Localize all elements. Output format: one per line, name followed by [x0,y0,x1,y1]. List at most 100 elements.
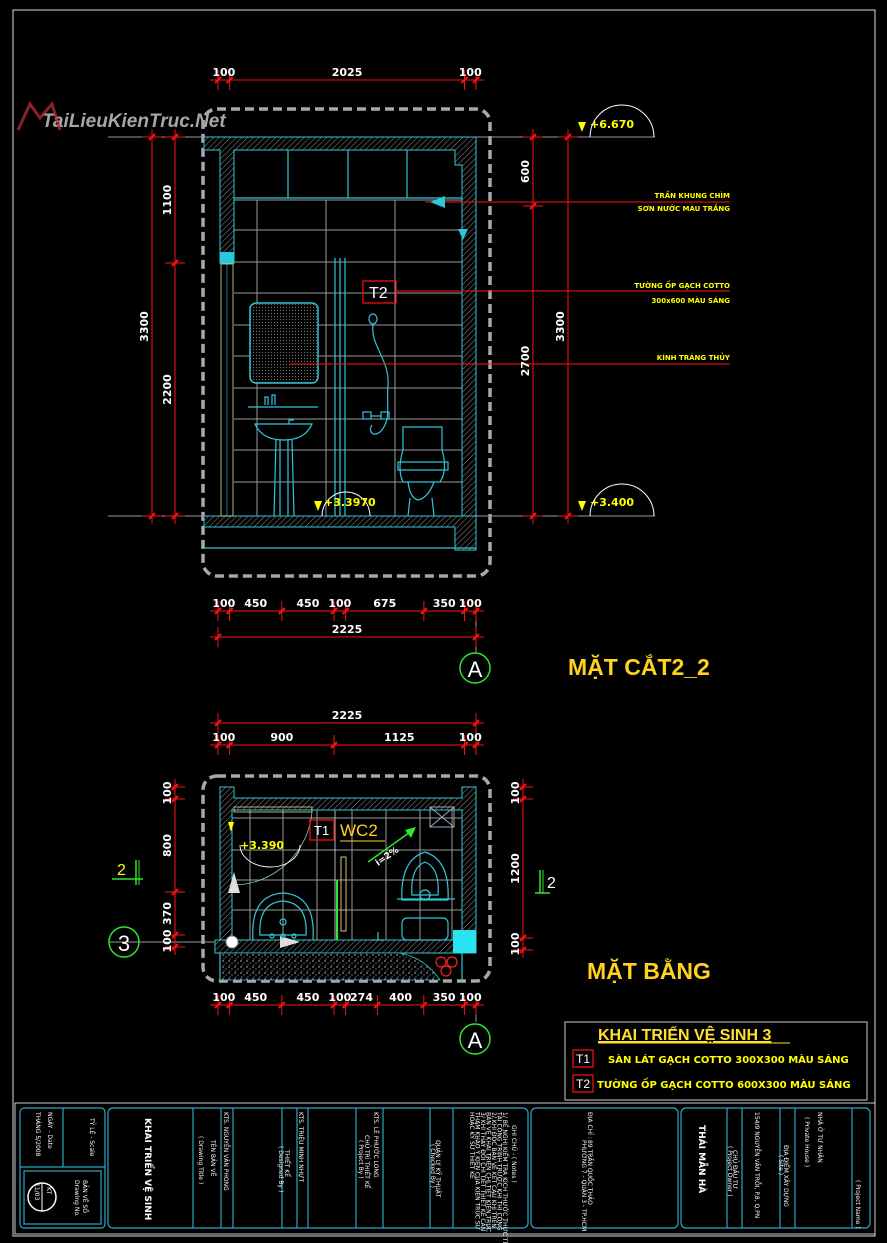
plan-level-text: +3.390 [240,839,284,852]
dimension-tick [225,76,234,84]
plan-tag-box [309,819,335,841]
arrow-icon [228,872,240,893]
project-by-role: CHỦ TRÌ THIẾT KẾ [363,1135,371,1189]
pipes-icon [435,956,458,977]
project-name-en: ( Private House ) [803,1117,810,1167]
section-mark-right-label: 2 [547,875,556,892]
section-right-dim-value: 600 [519,160,532,183]
dimension-tick [472,1001,480,1009]
level-marker-inner: +3.3970 [314,491,376,517]
dimension-tick [330,607,338,615]
dimension-tick [564,133,572,141]
section-top-dim-value: 100 [212,66,235,79]
plan-right-dim-value: 1200 [509,853,522,884]
dimension-tick [214,76,222,84]
drawing-no-label-en: Drawing No. [73,1180,80,1217]
drawing-code: KT [45,1187,52,1194]
note-line: THAM KHẢO Ý KIẾN CỦA KIẾN TRÚC SƯ [474,1111,482,1230]
dimension-tick [420,1001,428,1009]
window-sill-block [220,252,234,264]
plan-top-dim-value: 100 [212,731,235,744]
pipe-icon [225,935,239,949]
plan-top-dim-value: 100 [459,731,482,744]
plan-left-dim-value: 370 [161,902,174,925]
checked-role: QUẢN LÝ KỸ THUẬT [434,1140,442,1198]
legend-tag-t1: T1 [576,1052,590,1066]
dimension-tick [330,1001,338,1009]
section-bottom-dim-value: 100 [328,597,351,610]
note-line: HOẶC KỸ SƯ THIẾT KẾ [468,1112,476,1179]
section-bottom-dim-value: 350 [433,597,456,610]
room-label: WC2 [340,821,378,840]
dimension-tick [330,741,338,749]
date-label: NGÀY - Date [46,1112,53,1149]
legend-title: KHAI TRIỂN VỆ SINH 3 [598,1025,771,1044]
owner-label: CHỦ ĐẦU TƯ [731,1150,739,1189]
plan-tag-t1: T1 [314,823,329,838]
shower-icon [362,313,390,435]
section-top-dim-value: 100 [459,66,482,79]
dimension-tick [420,607,428,615]
plan-bottom-dim-value: 100 [328,991,351,1004]
plan-top-dim-value: 1125 [384,731,415,744]
dimension-tick [460,607,469,615]
designer-name: KTS. NGUYỄN VĂN PHONG [222,1112,230,1191]
dimension-tick [148,133,156,141]
plan-total-dim-value: 2225 [332,709,363,722]
date-value: THÁNG 5/2008 [34,1111,41,1157]
designer-role: THIẾT KẾ [283,1149,291,1177]
dimension-tick [171,783,179,791]
drawing-no: 11/03 [33,1183,40,1200]
plan-left-dim-value: 800 [161,834,174,857]
faucet-icon [372,932,384,941]
section-left-total-dim-value: 3300 [138,311,151,342]
lead-architect: KTS. TRIỆU MINH NHỰT [297,1112,305,1182]
dimension-tick [171,795,179,803]
plan-top-dim-value: 900 [270,731,293,744]
dimension-tick [529,512,537,520]
site-address: 154/9 NGUYỄN VĂN TRỖI, P.8, Q.PN [753,1112,761,1218]
dimension-tick [341,607,350,615]
dimension-tick [225,1001,234,1009]
owner-name: THÁI MẪN HÀ [696,1125,709,1193]
dimension-tick [225,607,234,615]
drawing-title: KHAI TRIỂN VỆ SINH [142,1118,155,1220]
arrow-icon [280,936,300,948]
dimension-tick [171,943,179,951]
dimension-tick [529,202,537,210]
dimension-tick [472,607,480,615]
dimension-tick [171,512,179,520]
toiletries-icon [264,394,276,405]
axis-3-label: 3 [118,931,130,956]
address-label: ĐỊA CHỈ : [586,1112,594,1139]
basin-icon [252,892,314,941]
section-tag-t2: T2 [369,285,388,302]
plan-bottom-dim-value: 400 [389,991,412,1004]
plan-bottom-dim-value: 100 [212,991,235,1004]
dimension-tick [214,1001,222,1009]
floor-tile-grid [232,808,462,940]
note-leaders [290,201,730,365]
section-dashed-outline [201,107,492,578]
plan-bottom-dim-value: 274 [350,991,373,1004]
dimension-tick [519,795,527,803]
project-label: ( Project Name ) [854,1180,861,1229]
note-line: 1/ BỀ NGHỊ KIỂM TRA KÍCH THƯỚC THỰC TẾ [501,1112,509,1243]
pedestal-sink-icon [254,419,313,517]
dimension-tick [278,1001,286,1009]
section-bottom-dim-value: 100 [212,597,235,610]
shower-partition [334,258,346,516]
level-marker-floor: +3.400 [578,483,655,517]
site-label: ĐỊA ĐIỂM XÂY DỰNG [782,1145,790,1207]
floor-drain-icon [429,806,455,828]
plan-title: MẶT BẰNG [587,957,711,984]
axis-3-bubble [108,926,140,958]
note-line: 3/ KHI THAY ĐỔI CHI TIẾT THIẾT KẾ CẦN [479,1112,487,1231]
drawing-title-label-en: ( Drawing Title ) [197,1136,204,1184]
watermark-text: TaiLieuKienTruc.Net [42,111,226,132]
toilet-plan-icon [397,851,455,941]
section-bottom-dim-value: 100 [459,597,482,610]
dimension-tick [529,133,537,141]
plan-bottom-dim-value: 100 [459,991,482,1004]
